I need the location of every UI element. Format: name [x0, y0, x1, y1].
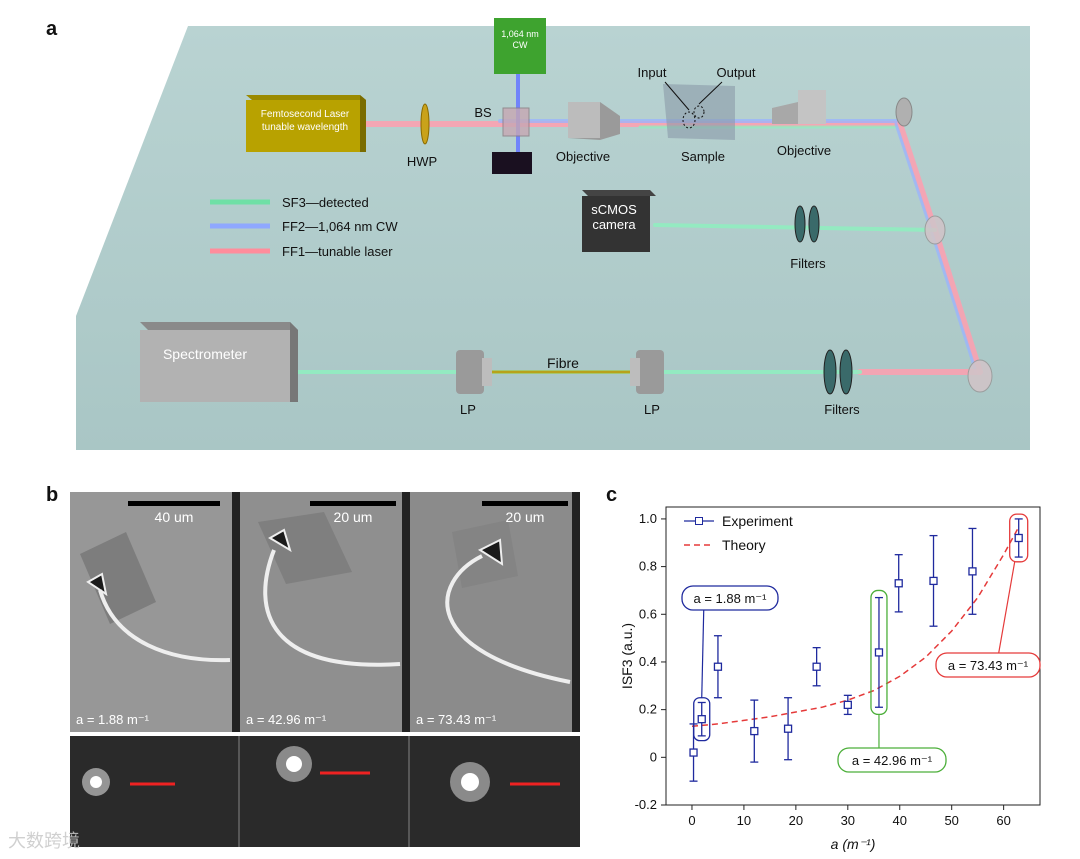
panel-c-label: c: [606, 484, 618, 506]
x-tick-label: 30: [841, 813, 855, 828]
data-point: [929, 576, 938, 586]
scalebar-2: 20 um: [333, 509, 373, 525]
data-point: [697, 715, 706, 724]
data-point: [750, 726, 759, 736]
data-point: [894, 579, 903, 588]
sem-panel: 40 um 20 um 20 um a = 1.88 m⁻¹ a = 42.96…: [70, 492, 580, 847]
data-point: [812, 662, 821, 671]
scalebar-3: 20 um: [505, 509, 545, 525]
lp-left-label: LP: [460, 402, 476, 417]
beam-splitter: [502, 107, 530, 137]
annotation-text-3: a = 73.43 m⁻¹: [948, 658, 1029, 673]
data-point: [713, 662, 723, 671]
annotation-box-1: [681, 585, 779, 611]
y-tick-label: 0.6: [639, 606, 657, 621]
data-point: [874, 648, 884, 657]
objective-right-label: Objective: [777, 143, 831, 158]
sample-label: Sample: [681, 149, 725, 164]
y-tick-label: -0.2: [635, 797, 657, 812]
filters-top-label: Filters: [790, 256, 826, 271]
y-tick-label: 0.2: [639, 702, 657, 717]
annotation-text-2: a = 42.96 m⁻¹: [852, 753, 933, 768]
annotation-box-3: [935, 652, 1041, 678]
sem-label-1: a = 1.88 m⁻¹: [76, 712, 149, 727]
setup-legend: SF3—detected FF2—1,064 nm CW FF1—tunable…: [210, 195, 398, 259]
legend-sf3: SF3—detected: [282, 195, 369, 210]
x-axis-label: a (m⁻¹): [831, 836, 876, 852]
spectrometer-label: Spectrometer: [163, 346, 247, 362]
data-point: [689, 748, 698, 757]
spectrometer: Spectrometer: [140, 322, 298, 402]
filters-bottom-label: Filters: [824, 402, 860, 417]
objective-left: Objective: [556, 102, 620, 164]
annotation-arrow-1: [701, 609, 705, 698]
lp-left: LP: [456, 350, 492, 417]
scalebar-1: 40 um: [154, 509, 194, 525]
y-axis-label: ISF3 (a.u.): [620, 623, 635, 689]
mirror-2: [924, 215, 946, 245]
cw-laser: 1,064 nm CW: [494, 18, 546, 74]
theory-line: [691, 525, 1020, 728]
x-tick-label: 10: [737, 813, 751, 828]
setup-diagram: Femtosecond Laser tunable wavelength 1,0…: [76, 18, 1030, 450]
y-tick-label: 1.0: [639, 511, 657, 526]
annotation-text-1: a = 1.88 m⁻¹: [694, 591, 768, 606]
panel-a-label: a: [46, 18, 58, 40]
beam-path: [288, 58, 983, 375]
bs-label: BS: [474, 105, 492, 120]
scmos-camera: sCMOS camera: [582, 190, 656, 252]
x-tick-label: 20: [789, 813, 803, 828]
x-tick-label: 40: [893, 813, 907, 828]
hwp-plate: [420, 103, 430, 145]
panel-b-label: b: [46, 484, 59, 506]
objective-left-label: Objective: [556, 149, 610, 164]
input-label: Input: [638, 65, 667, 80]
femtosecond-laser: Femtosecond Laser tunable wavelength: [246, 95, 366, 152]
output-label: Output: [716, 65, 755, 80]
filters-bottom: Filters: [823, 349, 860, 417]
mirror-1: [895, 97, 913, 127]
data-point: [843, 700, 852, 710]
annotation-box-2: [837, 747, 947, 773]
legend-ff2: FF2—1,064 nm CW: [282, 219, 398, 234]
objective-right: Objective: [772, 90, 831, 158]
sem-label-3: a = 73.43 m⁻¹: [416, 712, 497, 727]
beam-dump: [492, 152, 532, 174]
data-point: [783, 724, 793, 733]
annotation-ring-3: [1009, 513, 1029, 563]
x-tick-label: 0: [688, 813, 695, 828]
lp-right: LP: [630, 350, 664, 417]
legend-experiment-marker: [695, 517, 703, 525]
legend-experiment-label: Experiment: [722, 513, 793, 529]
x-tick-label: 50: [944, 813, 958, 828]
laser-label-1: Femtosecond Laser: [261, 109, 350, 120]
annotation-arrow-3: [998, 561, 1016, 654]
sample: Input Output Sample: [638, 65, 756, 164]
isf3-chart: 0 10 20 30 40 50 60 -0.2 0 0.2 0.4 0.6 0.8 1.0 a (m⁻¹)…: [620, 506, 1041, 852]
lp-right-label: LP: [644, 402, 660, 417]
y-tick-label: 0: [650, 749, 657, 764]
data-point: [968, 567, 977, 576]
data-point: [1014, 533, 1023, 543]
legend-theory-label: Theory: [722, 537, 766, 553]
camera-label-2: camera: [592, 217, 636, 232]
mirror-3: [967, 359, 993, 393]
laser-label-2: tunable wavelength: [262, 122, 348, 133]
y-tick-label: 0.8: [639, 559, 657, 574]
legend-ff1: FF1—tunable laser: [282, 244, 393, 259]
fibre-label: Fibre: [547, 355, 579, 371]
y-tick-label: 0.4: [639, 654, 657, 669]
x-tick-label: 60: [996, 813, 1010, 828]
sem-label-2: a = 42.96 m⁻¹: [246, 712, 327, 727]
camera-label-1: sCMOS: [591, 202, 637, 217]
plot-frame: [665, 506, 1041, 806]
filters-top: Filters: [790, 205, 826, 271]
watermark: 大数跨境: [8, 831, 80, 852]
cw-label-2: CW: [513, 40, 528, 50]
hwp-label: HWP: [407, 154, 437, 169]
cw-label-1: 1,064 nm: [501, 29, 539, 39]
